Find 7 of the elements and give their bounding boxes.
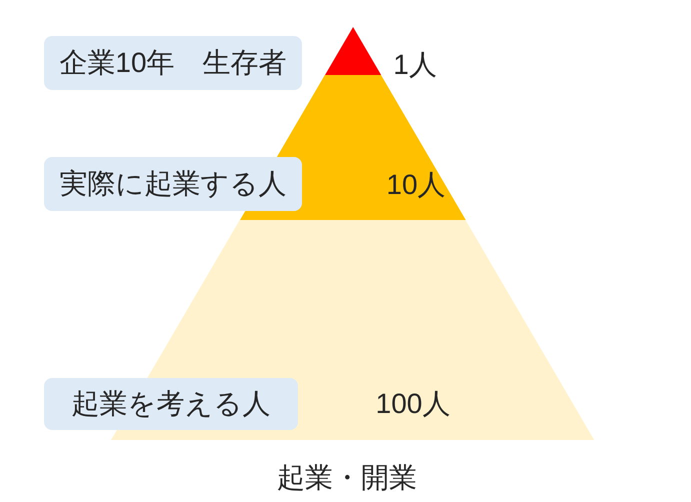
count-label: 100人 bbox=[376, 390, 450, 418]
count-label: 10人 bbox=[386, 171, 446, 199]
caption: 起業・開業 bbox=[277, 464, 417, 492]
tier-label: 実際に起業する人 bbox=[44, 157, 302, 211]
count-label: 1人 bbox=[393, 51, 437, 79]
tier-label: 企業10年 生存者 bbox=[44, 36, 302, 90]
tier-label: 起業を考える人 bbox=[44, 378, 298, 430]
